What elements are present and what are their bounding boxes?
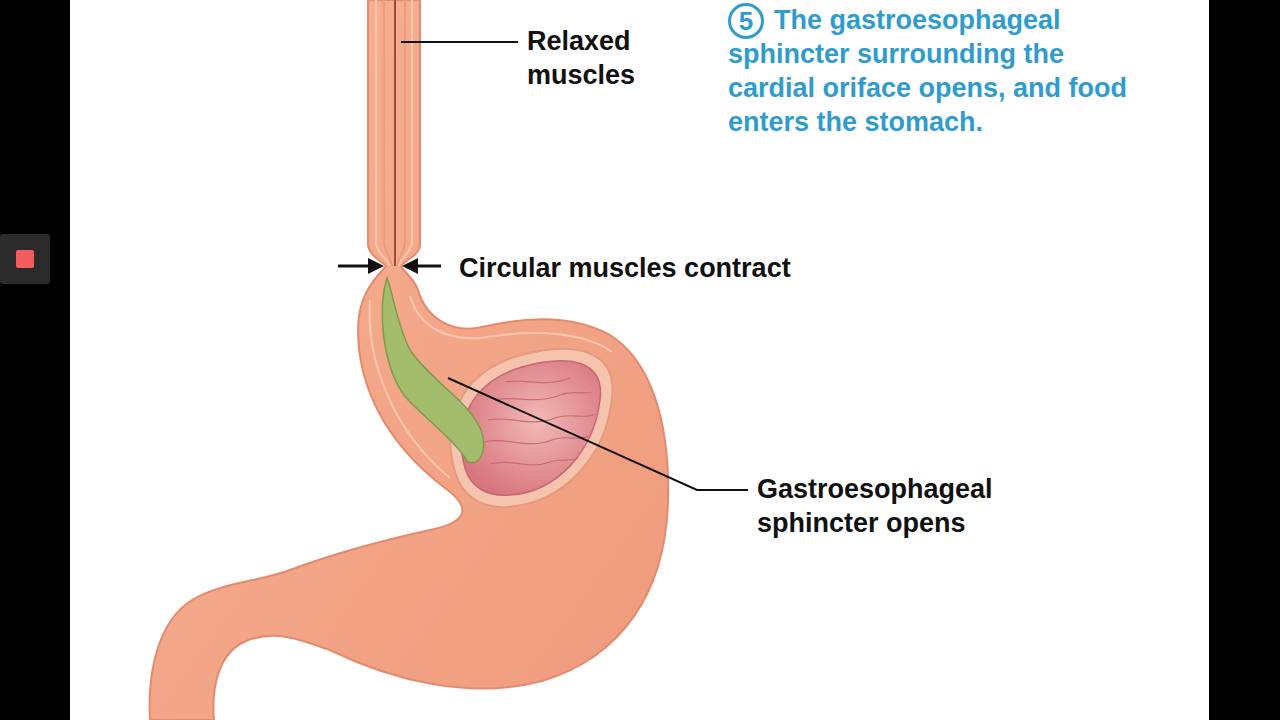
muscle-layer	[384, 0, 392, 266]
muscle-layer	[376, 0, 390, 266]
black-bar	[0, 0, 70, 720]
esophagus-lumen	[394, 0, 396, 266]
stomach-interior	[461, 361, 600, 495]
stop-icon	[16, 250, 34, 268]
step-description: The gastroesophageal sphincter surroundi…	[728, 3, 1158, 139]
player-button	[0, 234, 50, 284]
part-label: Relaxed muscles	[527, 24, 727, 92]
arrow-head	[402, 258, 418, 274]
part-label: Gastroesophageal sphincter opens	[757, 472, 1057, 540]
muscle-layer	[410, 296, 612, 352]
callout-number: 5	[728, 3, 764, 39]
leader-line	[448, 378, 748, 490]
food-bolus	[382, 278, 483, 463]
part-label: Circular muscles contract	[459, 251, 899, 285]
leader-line	[401, 41, 518, 43]
arrow-head	[368, 258, 384, 274]
stomach-outline	[150, 0, 669, 720]
rugae	[484, 378, 595, 465]
muscle-layer	[397, 0, 405, 266]
black-bar	[1209, 0, 1280, 720]
